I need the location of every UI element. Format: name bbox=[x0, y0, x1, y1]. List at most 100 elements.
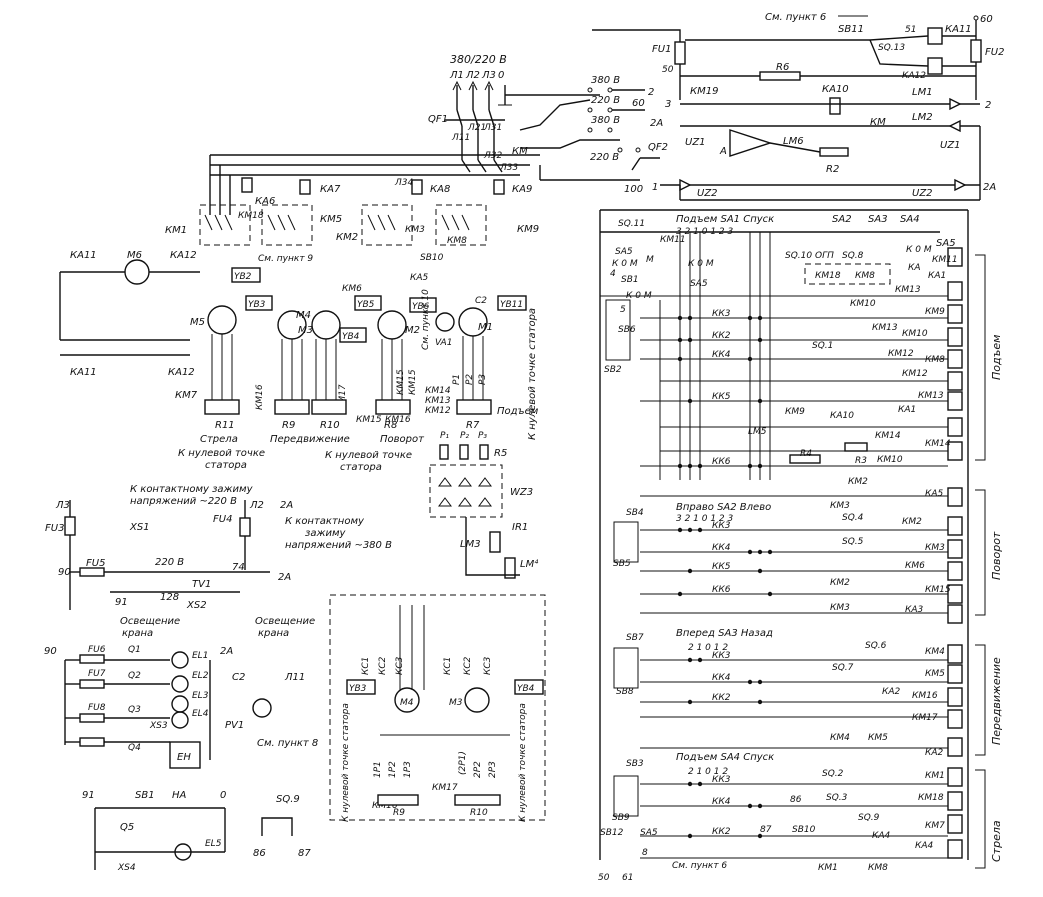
sq1-label: SQ.1 bbox=[812, 341, 833, 351]
n4-control: 4 bbox=[610, 269, 616, 279]
q3-label: Q3 bbox=[128, 705, 141, 715]
ip3-label: 1Р3 bbox=[403, 761, 413, 778]
k0m-3: К 0 М bbox=[906, 245, 932, 255]
kk2-peredv: КК2 bbox=[712, 693, 731, 703]
kk4-povorot: КК4 bbox=[712, 543, 731, 553]
n2ab-label: 2А bbox=[220, 646, 233, 657]
p1s-label: Р₁ bbox=[440, 431, 449, 441]
r3-label: R3 bbox=[855, 456, 867, 466]
fu6-label: FU6 bbox=[88, 645, 106, 655]
light2-b: крана bbox=[258, 628, 289, 639]
ka7-label: КА7 bbox=[320, 184, 341, 195]
kk3-peredv: КК3 bbox=[712, 651, 731, 661]
km18-power: КМ18 bbox=[238, 211, 264, 221]
group-povorot: Поворот bbox=[990, 531, 1003, 580]
m-control: М bbox=[646, 255, 654, 265]
sa2-header: Вправо SA2 Влево bbox=[676, 502, 771, 513]
kk2-strela: КК2 bbox=[712, 827, 731, 837]
yb11-label: YB11 bbox=[500, 300, 523, 310]
r11-label: R11 bbox=[215, 420, 235, 431]
sb10-control: SB10 bbox=[792, 825, 816, 835]
l11-label: Л11 bbox=[451, 133, 470, 143]
ka2-peredv: КА2 bbox=[882, 687, 901, 697]
kk6-podem: КК6 bbox=[712, 457, 731, 467]
km1-power: КМ1 bbox=[165, 225, 187, 236]
m6-label: М6 bbox=[127, 250, 142, 261]
sa5-a-label: SA5 bbox=[936, 238, 956, 249]
lm5-label: LM5 bbox=[748, 427, 767, 437]
m4-label: М4 bbox=[296, 310, 311, 321]
p21-label: (2Р1) bbox=[458, 751, 468, 775]
sq4-label: SQ.4 bbox=[842, 513, 864, 523]
ka10-control: КА10 bbox=[830, 411, 854, 421]
sa5-b-label: SA5 bbox=[615, 247, 633, 257]
p3-label: Р3 bbox=[478, 374, 488, 385]
sb2-label: SB2 bbox=[604, 365, 622, 375]
sa3-label: SA3 bbox=[868, 214, 888, 225]
sb11-label: SB11 bbox=[838, 24, 864, 35]
r10-inset: R10 bbox=[470, 808, 488, 818]
sq13-label: SQ.13 bbox=[878, 43, 905, 53]
km7-strela: КМ7 bbox=[925, 821, 945, 831]
sa4-label: SA4 bbox=[900, 214, 920, 225]
ip2-label: 1Р2 bbox=[388, 761, 398, 778]
r8-label: R8 bbox=[384, 420, 397, 431]
km17-power: КМ17 bbox=[338, 384, 348, 410]
k0m-2: К 0 М bbox=[688, 259, 714, 269]
km3-b-povorot: КМ3 bbox=[830, 603, 850, 613]
n86-lighting: 86 bbox=[253, 848, 266, 859]
km16-peredv: КМ16 bbox=[912, 691, 938, 701]
km11-control: КМ11 bbox=[932, 255, 958, 265]
ks1-a: КС1 bbox=[361, 657, 371, 675]
l34-label: Л34 bbox=[394, 178, 413, 188]
fu5-label: FU5 bbox=[86, 558, 105, 569]
ka4-strela: КА4 bbox=[872, 831, 891, 841]
ka8-label: КА8 bbox=[430, 184, 450, 195]
ks3-a: КС3 bbox=[395, 656, 405, 675]
control-section: Подъем Поворот Передвижение Стрела SQ.11… bbox=[598, 209, 1003, 883]
ka3-label: КА3 bbox=[905, 605, 924, 615]
yb3-inset: YB3 bbox=[349, 684, 367, 694]
n61-control: 61 bbox=[622, 873, 633, 883]
el5-label: EL5 bbox=[205, 839, 222, 849]
km15-povorot: КМ15 bbox=[925, 585, 951, 595]
ks2-b: КС2 bbox=[463, 656, 473, 675]
lm3-label: LM3 bbox=[460, 539, 481, 550]
wz3-label: WZ3 bbox=[510, 487, 533, 498]
km17-peredv: КМ17 bbox=[912, 713, 938, 723]
va1-label: VA1 bbox=[435, 338, 452, 348]
r4-label: R4 bbox=[800, 449, 812, 459]
sb5-label: SB5 bbox=[613, 559, 631, 569]
note-punkt-10: См. пункт 10 bbox=[421, 289, 431, 350]
km12-b-control: КМ12 bbox=[902, 369, 928, 379]
sq10-label: SQ.10 bbox=[785, 251, 812, 261]
podem-power-label: Подъем bbox=[497, 406, 539, 417]
km16-power: КМ16 bbox=[255, 384, 265, 410]
note-punkt-6-top: См. пункт 6 bbox=[765, 12, 826, 23]
contacts-220-a: К контактному зажиму bbox=[130, 484, 254, 495]
n2a-lighting: 2А bbox=[280, 500, 293, 511]
km10-c-control: КМ10 bbox=[877, 455, 903, 465]
phase-l2: Л2 bbox=[465, 70, 480, 81]
kk6-povorot: КК6 bbox=[712, 585, 731, 595]
el3-label: EL3 bbox=[192, 691, 209, 701]
n2-right: 2 bbox=[985, 100, 991, 111]
km9-b-control: КМ9 bbox=[785, 407, 805, 417]
phase-n: 0 bbox=[498, 70, 504, 81]
kk4-peredv: КК4 bbox=[712, 673, 731, 683]
uz1-left: UZ1 bbox=[685, 137, 706, 148]
km11-a-label: КМ11 bbox=[660, 235, 686, 245]
km10-a-control: КМ10 bbox=[850, 299, 876, 309]
sb12-label: SB12 bbox=[600, 828, 624, 838]
xs1-label: XS1 bbox=[129, 522, 150, 533]
top-right-section: См. пункт 6 SB11 51 КА11 60 FU2 FU1 50 S… bbox=[592, 12, 1004, 201]
l3-label: Л3 bbox=[55, 500, 70, 511]
ka10-label: КА10 bbox=[822, 84, 849, 95]
v380-top-label: 380 В bbox=[591, 75, 620, 86]
ka4-b-strela: КА4 bbox=[915, 841, 934, 851]
ka-control: КА bbox=[908, 263, 921, 273]
ir1-label: IR1 bbox=[512, 522, 528, 533]
n50-label: 50 bbox=[662, 65, 674, 75]
sa5-d-label: SA5 bbox=[640, 828, 658, 838]
km3-povorot: КМ3 bbox=[925, 543, 945, 553]
